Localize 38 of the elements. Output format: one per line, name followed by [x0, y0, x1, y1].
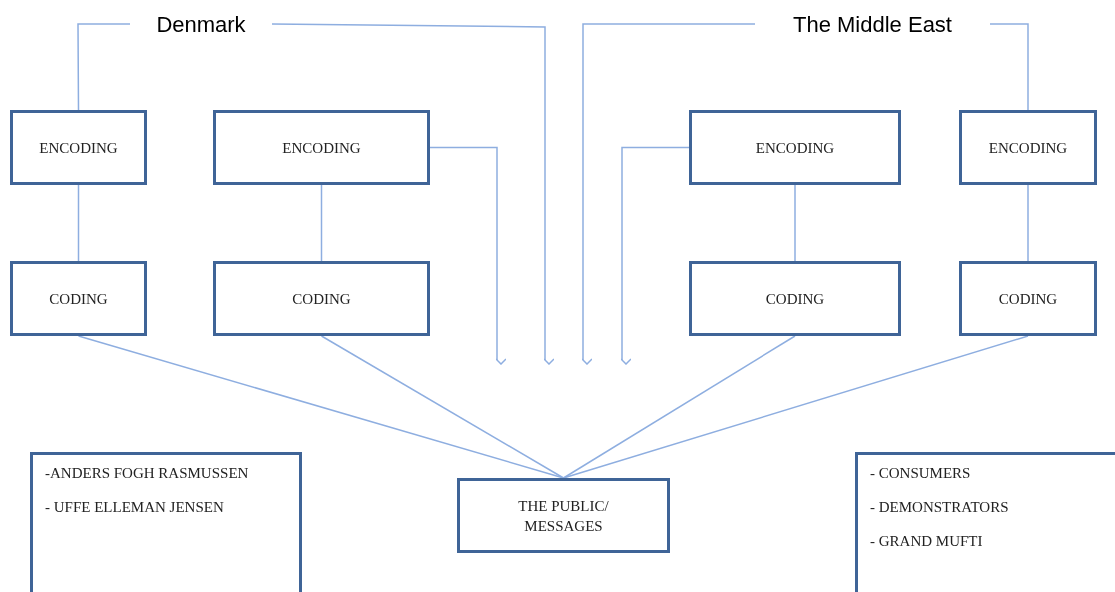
arrow	[271, 23, 555, 365]
process-box	[213, 110, 430, 185]
process-box	[10, 261, 147, 336]
list-item: - UFFE ELLEMAN JENSEN	[45, 498, 225, 517]
box-label: ENCODING	[755, 138, 835, 158]
connector-line	[562, 335, 796, 479]
list-item: - CONSUMERS	[870, 464, 972, 483]
connector-line	[320, 184, 323, 262]
process-box	[959, 261, 1097, 336]
connector-line	[989, 23, 1029, 111]
connector-line	[794, 184, 796, 262]
arrow	[581, 23, 756, 365]
connector-line	[77, 23, 131, 111]
box-label: CODING	[998, 289, 1058, 309]
actor-list-box	[855, 452, 1115, 592]
connector-line	[320, 335, 565, 479]
box-label: ENCODING	[39, 138, 118, 158]
box-label: THE PUBLIC/ MESSAGES	[517, 496, 610, 536]
process-box	[959, 110, 1097, 185]
process-box	[689, 261, 901, 336]
process-box	[689, 110, 901, 185]
box-label: ENCODING	[282, 138, 361, 158]
list-item: - GRAND MUFTI	[870, 532, 984, 551]
actor-list-box	[30, 452, 302, 592]
connector-line	[562, 335, 1029, 479]
box-label: CODING	[49, 289, 108, 309]
arrow	[429, 146, 507, 365]
connector-line	[1027, 184, 1029, 262]
process-box	[10, 110, 147, 185]
list-item: - DEMONSTRATORS	[870, 498, 1010, 517]
arrow	[620, 146, 690, 365]
connector-line	[77, 184, 80, 262]
box-label: ENCODING	[988, 138, 1068, 158]
box-label: CODING	[292, 289, 351, 309]
process-box	[213, 261, 430, 336]
process-box	[457, 478, 670, 553]
list-item: -ANDERS FOGH RASMUSSEN	[45, 464, 250, 483]
box-label: CODING	[765, 289, 825, 309]
